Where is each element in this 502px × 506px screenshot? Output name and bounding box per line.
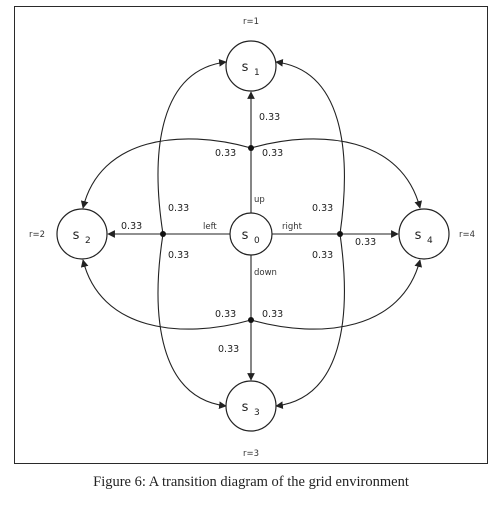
prob-label: 0.33	[168, 203, 189, 214]
edge-left-to-s3	[157, 233, 227, 409]
prob-label: 0.33	[259, 112, 280, 123]
node-s2: s 2	[56, 208, 108, 260]
edge-up-to-s2	[80, 138, 252, 209]
node-s3: s 3	[225, 380, 277, 432]
figure-caption: Figure 6: A transition diagram of the gr…	[93, 474, 409, 490]
edge-up-to-s4	[250, 138, 422, 209]
prob-label: 0.33	[262, 148, 283, 159]
action-point-down	[248, 317, 254, 323]
action-point-left	[160, 231, 166, 237]
prob-label: 0.33	[215, 148, 236, 159]
node-s1: s 1	[225, 40, 277, 92]
prob-label: 0.33	[355, 237, 376, 248]
prob-label: 0.33	[312, 250, 333, 261]
edge-right-to-s1	[275, 59, 345, 235]
transition-diagram: s 1 s 2 s 0 s 4 s 3 r=1 r=2 r=4 r=3 up d…	[29, 17, 475, 459]
node-s4: s 4	[398, 208, 450, 260]
action-label-down: down	[254, 268, 277, 278]
svg-text:4: 4	[427, 236, 433, 246]
edge-right-to-s3	[275, 233, 345, 409]
action-point-right	[337, 231, 343, 237]
svg-text:3: 3	[254, 408, 260, 418]
prob-label: 0.33	[121, 221, 142, 232]
action-point-up	[248, 145, 254, 151]
reward-label-s1: r=1	[243, 17, 259, 27]
action-label-up: up	[254, 195, 265, 205]
svg-text:1: 1	[254, 68, 260, 78]
edge-left-to-s1	[157, 59, 227, 235]
action-label-right: right	[282, 222, 303, 232]
edge-down-to-s2	[80, 259, 252, 330]
reward-label-s4: r=4	[459, 230, 475, 240]
action-label-left: left	[203, 222, 217, 232]
svg-text:2: 2	[85, 236, 91, 246]
edge-down-to-s4	[250, 259, 422, 330]
prob-label: 0.33	[262, 309, 283, 320]
prob-label: 0.33	[312, 203, 333, 214]
prob-label: 0.33	[215, 309, 236, 320]
svg-text:0: 0	[254, 236, 260, 246]
svg-text:s: s	[242, 228, 249, 243]
svg-text:s: s	[242, 400, 249, 415]
svg-text:s: s	[242, 60, 249, 75]
svg-text:s: s	[73, 228, 80, 243]
prob-label: 0.33	[218, 344, 239, 355]
reward-label-s3: r=3	[243, 449, 259, 459]
node-s0: s 0	[229, 212, 273, 256]
svg-text:s: s	[415, 228, 422, 243]
reward-label-s2: r=2	[29, 230, 45, 240]
prob-label: 0.33	[168, 250, 189, 261]
